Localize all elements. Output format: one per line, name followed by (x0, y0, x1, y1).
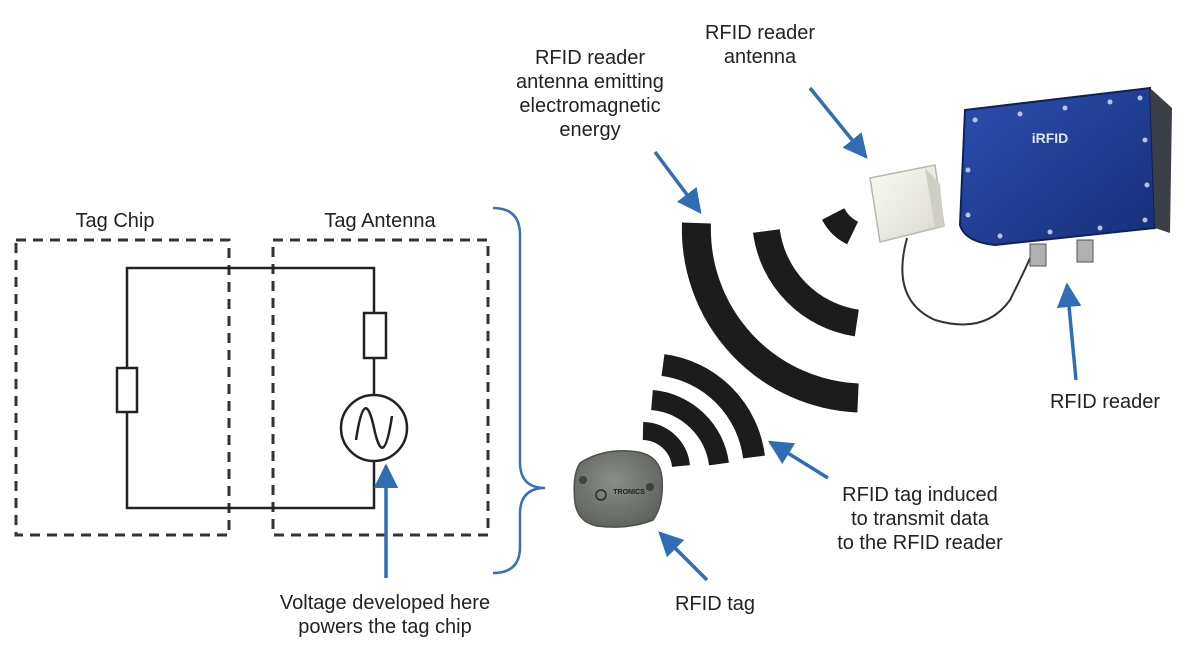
antenna-emitting-caption: RFID reader antenna emitting electromagn… (500, 46, 680, 142)
voltage-line-1: Voltage developed here (279, 592, 491, 614)
antenna-emitting-line-1: RFID reader (534, 47, 646, 69)
grouping-bracket (492, 206, 546, 575)
tag-induced-line-1: RFID tag induced (842, 484, 998, 506)
reader-antenna-arrow (808, 86, 868, 159)
antenna-emitting-line-3: electromagnetic (519, 95, 661, 117)
reader-antenna-line-1: RFID reader (704, 22, 816, 44)
rfid-tag-caption: RFID tag (674, 593, 756, 615)
tag-antenna-box (271, 238, 490, 537)
antenna-emitting-line-4: energy (559, 119, 621, 141)
emitted-waves (681, 207, 860, 413)
voltage-line-2: powers the tag chip (298, 616, 472, 638)
tag-induced-caption: RFID tag induced to transmit data to the… (810, 483, 1030, 555)
rfid-reader-device (958, 86, 1172, 267)
tag-induced-arrow (767, 440, 829, 480)
response-waves (642, 354, 765, 468)
rfid-reader-caption: RFID reader (1049, 391, 1161, 413)
voltage-caption: Voltage developed here powers the tag ch… (190, 591, 580, 639)
reader-arrow (1056, 282, 1082, 381)
tag-arrow (658, 531, 709, 582)
reader-antenna-device (869, 164, 1031, 326)
reader-antenna-caption: RFID reader antenna (680, 21, 840, 69)
emitting-arrow (653, 150, 702, 214)
rfid-tag-device (573, 450, 664, 528)
tag-induced-line-3: to the RFID reader (837, 532, 1003, 554)
circuit (125, 266, 376, 510)
reader-antenna-line-2: antenna (723, 46, 797, 68)
tag-antenna-label: Tag Antenna (324, 210, 436, 232)
reader-logo: iRFID (1031, 130, 1069, 146)
tag-chip-box (14, 238, 231, 537)
tag-chip-label: Tag Chip (75, 210, 155, 232)
antenna-emitting-line-2: antenna emitting (516, 71, 664, 93)
tag-induced-line-2: to transmit data (851, 508, 989, 530)
antenna-resistor (362, 311, 388, 360)
ac-source-icon (339, 393, 409, 463)
tag-logo: TRONICS (613, 489, 645, 496)
chip-resistor (115, 366, 139, 414)
